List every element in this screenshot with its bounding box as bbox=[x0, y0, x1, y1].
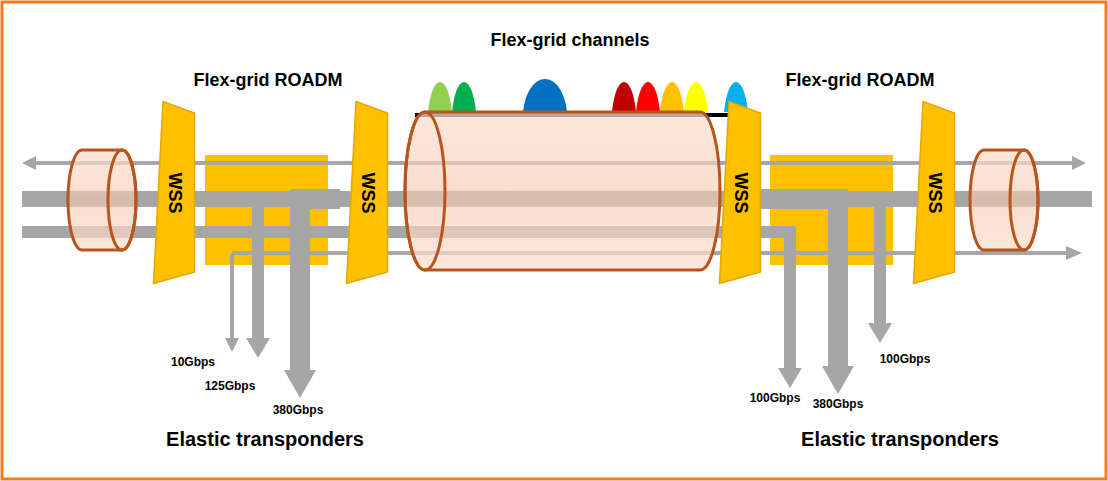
fibre-cylinders bbox=[68, 112, 1038, 270]
bitrate-label: 380Gbps bbox=[813, 398, 864, 412]
roadm-title: Flex-grid ROADM bbox=[193, 70, 342, 91]
wss-label: WSS bbox=[164, 172, 185, 213]
wss-block: WSS bbox=[152, 100, 196, 285]
wss-block: WSS bbox=[718, 100, 762, 285]
wss-block: WSS bbox=[345, 100, 389, 285]
heading: Flex-grid channels bbox=[490, 30, 649, 51]
wss-label: WSS bbox=[924, 172, 945, 213]
bitrate-label: 100Gbps bbox=[880, 353, 931, 367]
roadm-title: Flex-grid ROADM bbox=[785, 70, 934, 91]
wss-label: WSS bbox=[357, 172, 378, 213]
bitrate-label: 100Gbps bbox=[750, 392, 801, 406]
wss-block: WSS bbox=[912, 100, 956, 285]
transponder-label: Elastic transponders bbox=[166, 428, 364, 451]
wss-label: WSS bbox=[730, 172, 751, 213]
bitrate-label: 380Gbps bbox=[273, 404, 324, 418]
bitrate-label: 125Gbps bbox=[205, 380, 256, 394]
bitrate-label: 10Gbps bbox=[171, 356, 215, 370]
transponder-label: Elastic transponders bbox=[801, 428, 999, 451]
